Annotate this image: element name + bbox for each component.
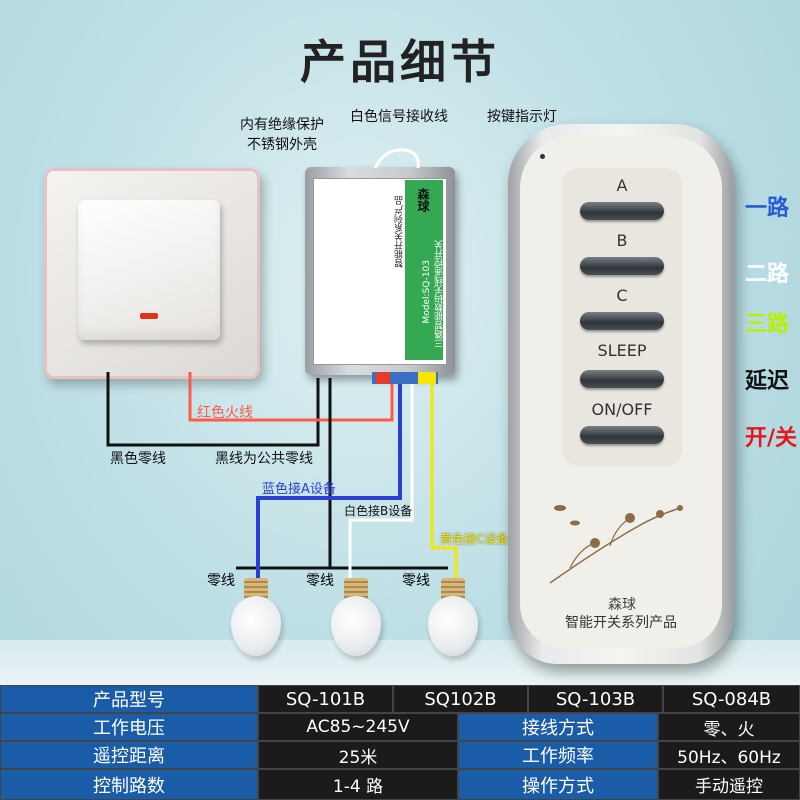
channel-label-1: 一路 (745, 196, 790, 221)
remote-brand: 森球 (608, 597, 636, 613)
spec-model-3: SQ-103B (528, 685, 663, 713)
spec-table: 产品型号 SQ-101B SQ102B SQ-103B SQ-084B 工作电压… (0, 685, 800, 800)
page-title: 产品细节 (300, 35, 500, 89)
channel-label-4: 延迟 (745, 369, 790, 394)
button-b-label: B (616, 231, 628, 250)
red-wire-label: 红色火线 (197, 405, 253, 421)
spec-frequency-label: 工作频率 (458, 741, 658, 769)
bulb-b (331, 578, 381, 656)
remote-indicator-led (540, 154, 545, 159)
bulb-base (244, 578, 268, 600)
bulb-neutral-label-2: 零线 (306, 573, 334, 589)
indicator-callout: 按键指示灯 (487, 109, 557, 125)
module-brand: 森球 (416, 188, 430, 212)
spec-voltage-label: 工作电压 (0, 713, 258, 741)
spec-frequency-value: 50Hz、60Hz (658, 741, 800, 769)
spec-operation-label: 操作方式 (458, 769, 658, 800)
antenna-wire (373, 148, 420, 169)
yellow-wire (430, 378, 458, 580)
button-sleep-label: SLEEP (597, 341, 647, 360)
blue-wire (256, 378, 402, 580)
insulation-callout: 内有绝缘保护 不锈钢外壳 (226, 114, 338, 154)
insulation-callout-line1: 内有绝缘保护 (240, 117, 324, 133)
button-c-label: C (616, 286, 628, 305)
insulation-callout-line2: 不锈钢外壳 (247, 137, 317, 153)
white-wire-label: 白色接B设备 (344, 504, 413, 518)
button-sleep[interactable] (580, 370, 664, 388)
red-live-wire (188, 372, 394, 422)
spec-model-label: 产品型号 (0, 685, 258, 713)
bulb-base (441, 578, 465, 600)
bulb-a (231, 578, 281, 656)
button-a-label: A (616, 176, 628, 195)
bulb-c (428, 578, 478, 656)
spec-wiring-value: 零、火 (658, 713, 800, 741)
red-terminal (376, 372, 390, 384)
button-b[interactable] (580, 257, 664, 275)
spec-range-value: 25米 (258, 741, 458, 769)
bulb-base (344, 578, 368, 600)
bulb-glass (428, 596, 478, 656)
yellow-wire-label: 黄色接C设备 (440, 532, 509, 546)
spec-channels-value: 1-4 路 (258, 769, 458, 800)
wall-switch-led (140, 313, 158, 319)
common-neutral-label: 黑线为公共零线 (215, 451, 313, 467)
spec-operation-value: 手动遥控 (658, 769, 800, 800)
white-wire (348, 378, 414, 580)
receiver-module-green-band (405, 180, 443, 360)
spec-voltage-value: AC85~245V (258, 713, 458, 741)
channel-label-5: 开/关 (745, 426, 798, 451)
button-a[interactable] (580, 202, 664, 220)
channel-label-2: 二路 (745, 262, 790, 287)
spec-model-4: SQ-084B (663, 685, 800, 713)
yellow-terminal (418, 372, 436, 384)
bulb-glass (331, 596, 381, 656)
black-neutral-wire (106, 372, 320, 447)
remote-series: 智能开关系列产品 (565, 615, 677, 631)
bulb-glass (231, 596, 281, 656)
button-onoff[interactable] (580, 426, 664, 444)
spec-channels-label: 控制路数 (0, 769, 258, 800)
bulb-neutral-label-3: 零线 (402, 573, 430, 589)
blue-wire-label: 蓝色接A设备 (262, 482, 336, 497)
receiver-wire-callout: 白色信号接收线 (350, 109, 448, 125)
bulb-neutral-label-1: 零线 (207, 573, 235, 589)
button-onoff-label: ON/OFF (591, 400, 653, 419)
spec-range-label: 遥控距离 (0, 741, 258, 769)
spec-model-1: SQ-101B (258, 685, 393, 713)
black-wire-label: 黑色零线 (110, 451, 166, 467)
button-c[interactable] (580, 312, 664, 330)
spec-wiring-label: 接线方式 (458, 713, 658, 741)
flower-decoration (549, 505, 683, 584)
spec-model-2: SQ102B (393, 685, 528, 713)
channel-label-3: 三路 (745, 312, 790, 337)
